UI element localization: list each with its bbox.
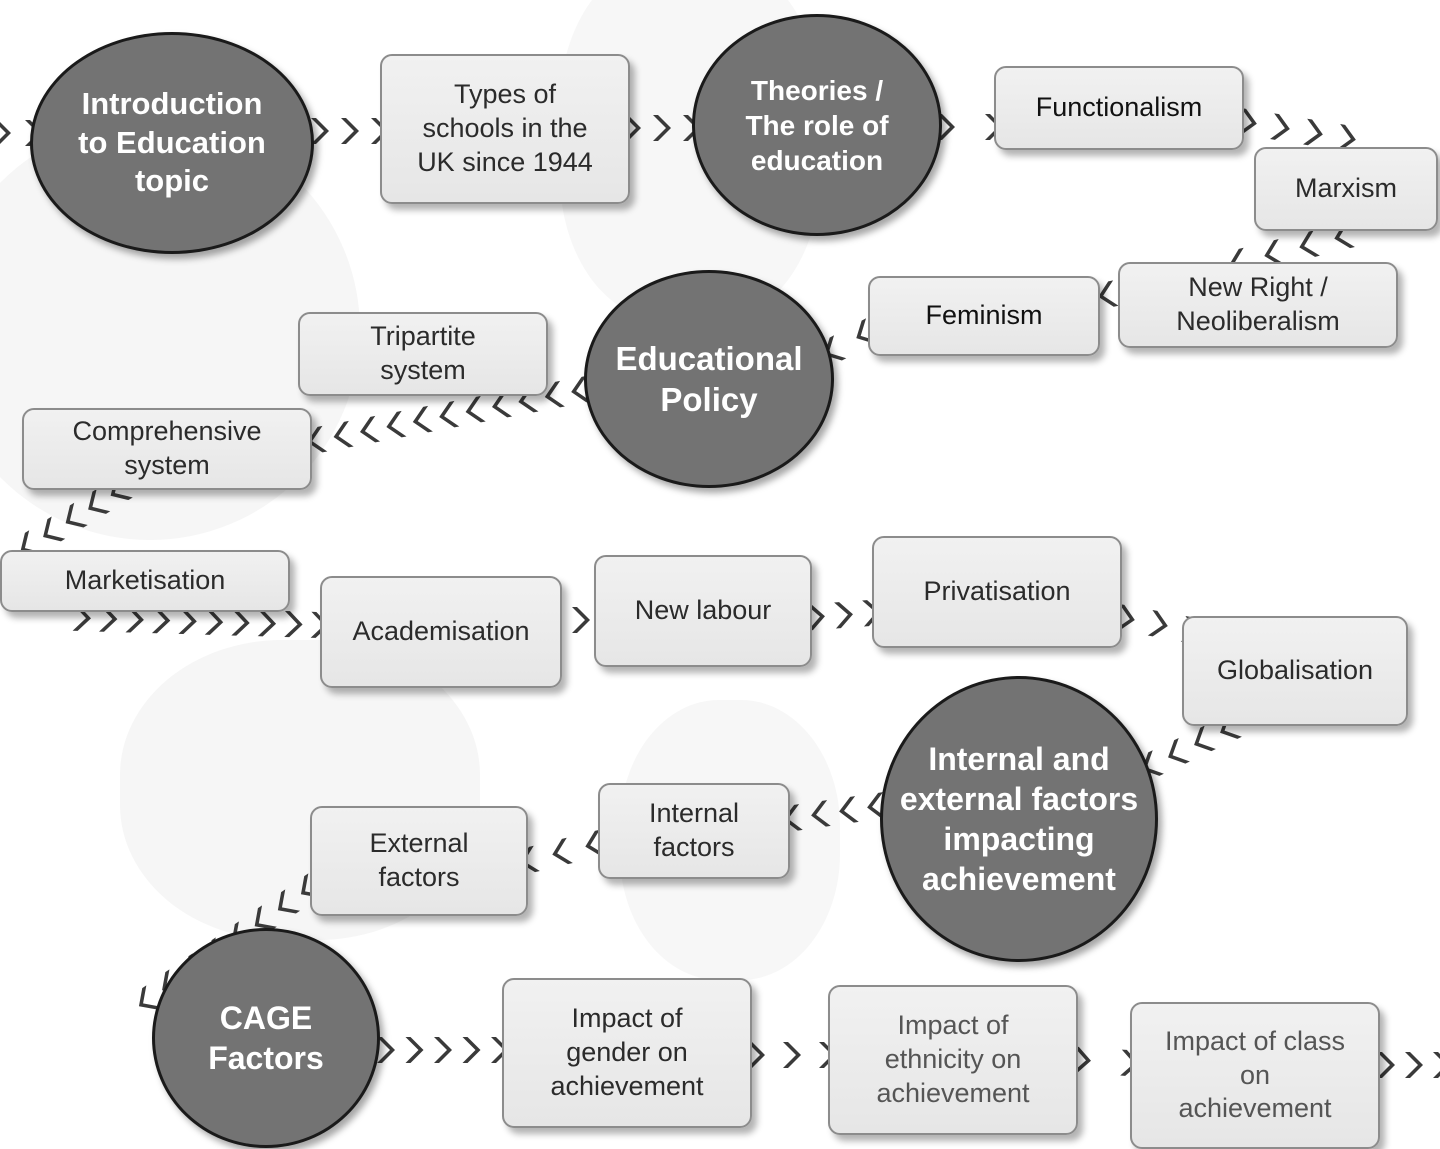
chevron-arrow-icon xyxy=(1377,1052,1395,1078)
node-globalisation: Globalisation xyxy=(1182,616,1408,726)
node-academisation: Academisation xyxy=(320,576,562,688)
chevron-arrow-icon xyxy=(412,405,433,433)
node-marketisation: Marketisation xyxy=(0,550,290,612)
chevron-arrow-icon xyxy=(572,607,590,633)
chevron-arrow-icon xyxy=(333,420,354,448)
chevron-arrow-icon xyxy=(1194,725,1216,752)
chevron-arrow-icon xyxy=(162,969,185,994)
chevron-arrow-icon xyxy=(434,1037,452,1063)
chevron-arrow-icon xyxy=(1303,118,1323,146)
chevron-arrow-icon xyxy=(1433,1052,1440,1078)
chevron-arrow-icon xyxy=(1299,230,1320,257)
node-privatisation: Privatisation xyxy=(872,536,1122,648)
node-introduction: Introduction to Education topic xyxy=(30,32,314,254)
chevron-arrow-icon xyxy=(1168,737,1190,764)
chevron-arrow-icon xyxy=(311,118,329,144)
chevron-arrow-icon xyxy=(571,375,592,403)
node-internal-factors: Internal factors xyxy=(598,783,790,879)
chevron-arrow-icon xyxy=(1264,238,1285,266)
chevron-arrow-icon xyxy=(1336,124,1356,151)
node-feminism: Feminism xyxy=(868,276,1100,356)
chevron-arrow-icon xyxy=(1334,221,1355,249)
chevron-arrow-icon xyxy=(257,610,277,637)
chevron-arrow-icon xyxy=(277,889,301,914)
node-comprehensive: Comprehensive system xyxy=(22,408,312,490)
node-marxism: Marxism xyxy=(1254,147,1438,231)
node-types-of-schools: Types of schools in the UK since 1944 xyxy=(380,54,630,204)
chevron-arrow-icon xyxy=(341,118,359,144)
chevron-arrow-icon xyxy=(439,400,460,428)
chevron-arrow-icon xyxy=(937,114,955,140)
chevron-arrow-icon xyxy=(1098,280,1119,307)
node-functionalism: Functionalism xyxy=(994,66,1244,150)
node-theories: Theories / The role of education xyxy=(692,14,942,236)
chevron-arrow-icon xyxy=(138,985,162,1010)
chevron-arrow-icon xyxy=(856,318,879,344)
chevron-arrow-icon xyxy=(783,1042,801,1068)
node-new-right: New Right / Neoliberalism xyxy=(1118,262,1398,348)
node-cage-factors: CAGE Factors xyxy=(152,928,380,1148)
chevron-arrow-icon xyxy=(747,1042,765,1068)
chevron-arrow-icon xyxy=(151,607,171,634)
chevron-arrow-icon xyxy=(1147,609,1168,637)
chevron-arrow-icon xyxy=(284,610,303,638)
chevron-arrow-icon xyxy=(552,837,573,865)
chevron-arrow-icon xyxy=(465,395,486,423)
node-impact-ethnicity: Impact of ethnicity on achievement xyxy=(828,985,1078,1135)
chevron-arrow-icon xyxy=(544,380,565,408)
chevron-arrow-icon xyxy=(834,602,853,629)
chevron-arrow-icon xyxy=(405,1037,424,1063)
node-educational-policy: Educational Policy xyxy=(584,270,834,488)
chevron-arrow-icon xyxy=(204,608,224,635)
chevron-arrow-icon xyxy=(1270,113,1290,140)
chevron-arrow-icon xyxy=(867,792,887,819)
chevron-arrow-icon xyxy=(359,415,381,443)
chevron-arrow-icon xyxy=(377,1037,395,1063)
chevron-arrow-icon xyxy=(20,530,43,556)
chevron-arrow-icon xyxy=(231,921,254,946)
chevron-arrow-icon xyxy=(839,796,859,823)
chevron-arrow-icon xyxy=(386,410,407,438)
chevron-arrow-icon xyxy=(231,609,250,636)
chevron-arrow-icon xyxy=(178,607,197,635)
chevron-arrow-icon xyxy=(65,502,88,528)
chevron-arrow-icon xyxy=(1072,1046,1091,1073)
chevron-arrow-icon xyxy=(43,516,66,542)
chevron-arrow-icon xyxy=(811,800,831,827)
chevron-arrow-icon xyxy=(88,489,111,514)
node-external-factors: External factors xyxy=(310,806,528,916)
chevron-arrow-icon xyxy=(1237,108,1257,135)
chevron-arrow-icon xyxy=(1114,603,1135,631)
chevron-arrow-icon xyxy=(1405,1052,1423,1078)
node-impact-class: Impact of class on achievement xyxy=(1130,1002,1380,1149)
chevron-arrow-icon xyxy=(623,115,641,141)
node-new-labour: New labour xyxy=(594,555,812,667)
node-internal-external-factors: Internal and external factors impacting … xyxy=(880,676,1158,962)
chevron-arrow-icon xyxy=(0,122,11,144)
chevron-arrow-icon xyxy=(653,115,671,141)
node-tripartite: Tripartite system xyxy=(298,312,548,396)
chevron-arrow-icon xyxy=(300,873,324,898)
chevron-arrow-icon xyxy=(462,1037,481,1063)
chevron-arrow-icon xyxy=(254,905,277,930)
chevron-arrow-icon xyxy=(491,390,513,418)
chevron-arrow-icon xyxy=(806,604,825,631)
chevron-arrow-icon xyxy=(585,829,606,857)
node-impact-gender: Impact of gender on achievement xyxy=(502,978,752,1128)
